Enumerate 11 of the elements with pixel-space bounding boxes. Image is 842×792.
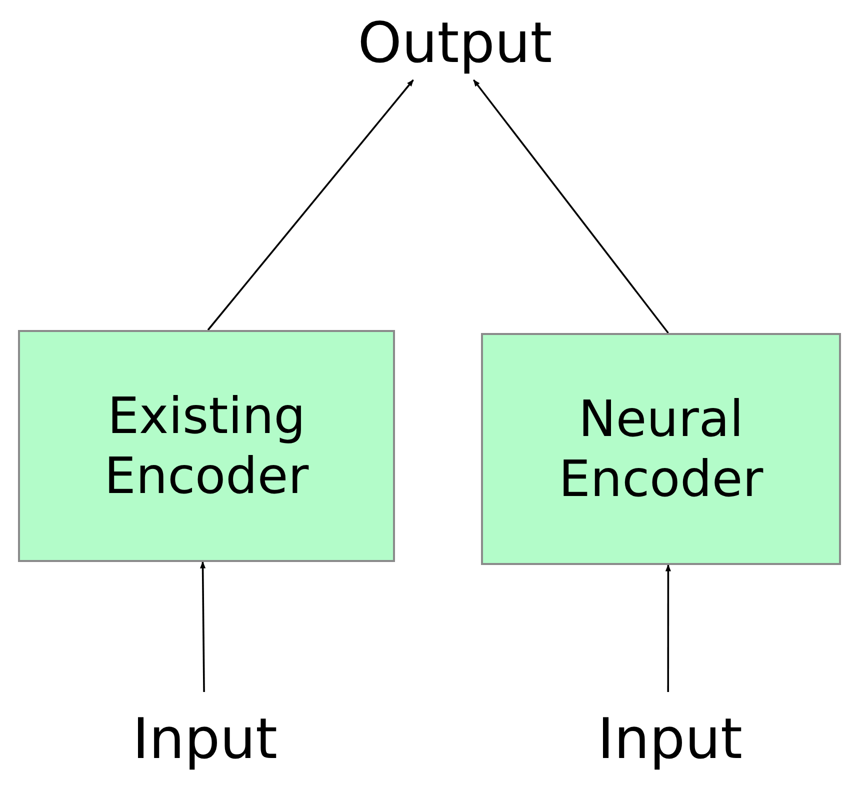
box-label: Existing Encoder bbox=[103, 386, 310, 506]
arrow bbox=[200, 561, 206, 692]
box-label: Neural Encoder bbox=[558, 389, 764, 509]
node-label: Output bbox=[358, 16, 552, 72]
encoder-box bbox=[18, 330, 395, 562]
node-label: Input bbox=[597, 712, 742, 768]
encoder-box bbox=[481, 333, 841, 565]
arrow bbox=[472, 79, 669, 334]
node-label: Input bbox=[132, 712, 278, 768]
arrow bbox=[665, 564, 671, 692]
arrow bbox=[207, 79, 414, 331]
